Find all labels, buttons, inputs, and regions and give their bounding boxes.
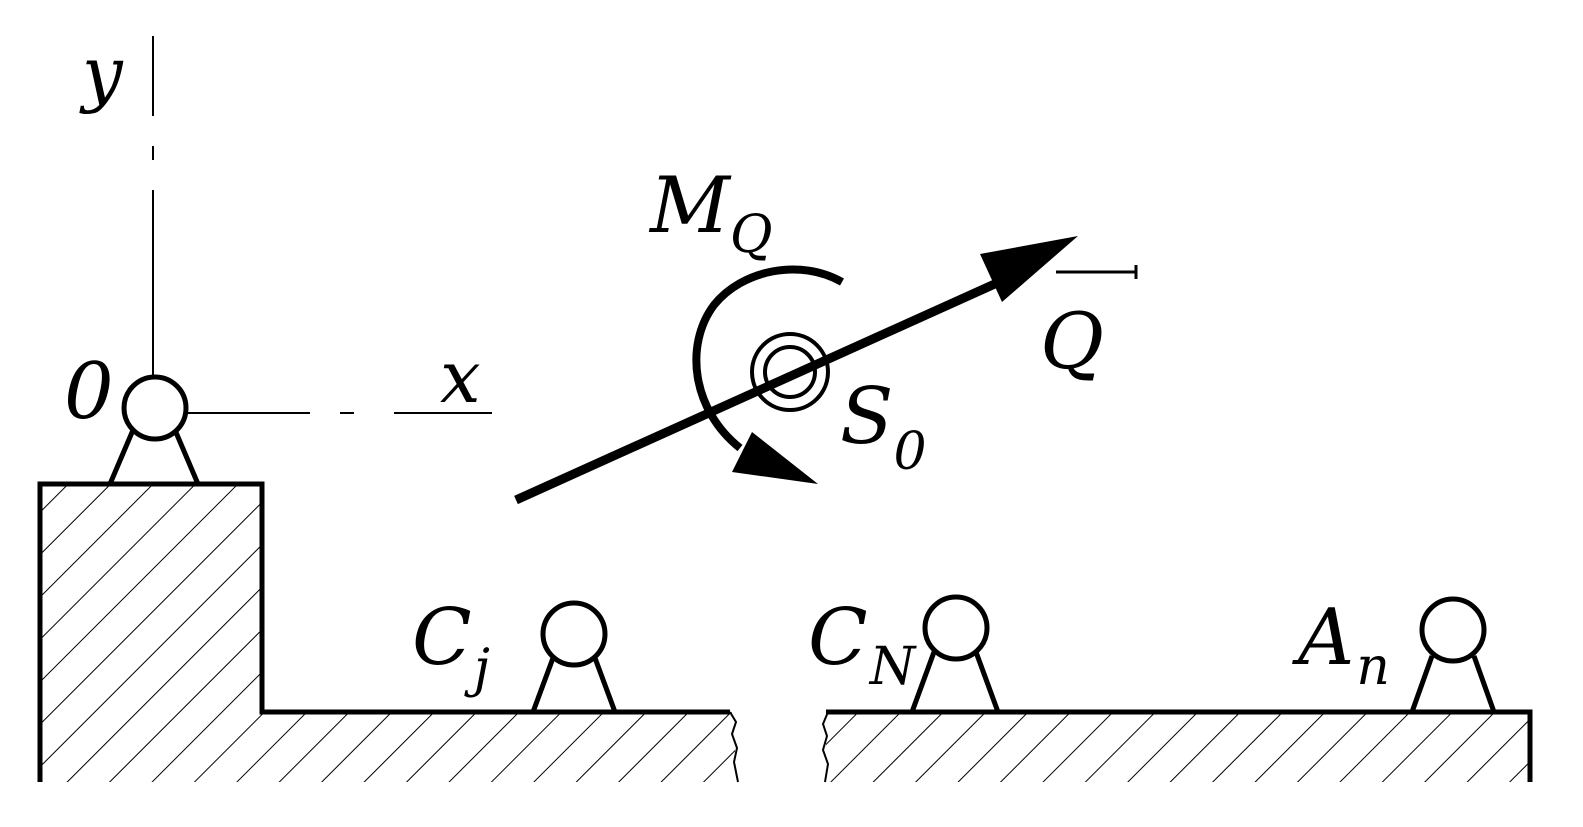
coordinate-axes: y x — [79, 31, 492, 419]
moment-arrowhead-icon — [732, 432, 818, 484]
support-an-label: An — [1292, 593, 1390, 697]
force-shaft — [514, 273, 1010, 505]
origin-label: 0 — [64, 347, 114, 437]
moment-arc — [692, 265, 844, 452]
center-outer-ring — [750, 332, 830, 412]
support-cn: CN — [808, 593, 1001, 713]
y-axis-label: y — [79, 31, 124, 115]
x-axis-label: x — [440, 335, 481, 419]
center-inner-ring — [763, 345, 817, 399]
support-an: An — [1292, 593, 1497, 713]
center-s0: S0 — [750, 332, 927, 482]
force-label: Q — [1040, 297, 1104, 387]
support-cj: Cj — [412, 593, 618, 713]
ground-right — [821, 709, 1533, 783]
support-cn-hinge — [922, 594, 990, 662]
support-origin-hinge — [121, 374, 189, 442]
support-an-hinge — [1419, 596, 1487, 664]
support-cj-hinge — [540, 600, 608, 668]
force-arrowhead-icon — [980, 236, 1078, 302]
support-cn-label: CN — [808, 593, 917, 697]
moment-label: MQ — [648, 161, 773, 265]
support-cj-label: Cj — [412, 593, 490, 699]
center-s0-label: S0 — [840, 372, 927, 482]
moment-mq: MQ — [648, 161, 844, 484]
support-origin: 0 — [64, 347, 201, 485]
ground-left — [37, 481, 739, 783]
force-q: Q — [514, 236, 1138, 505]
